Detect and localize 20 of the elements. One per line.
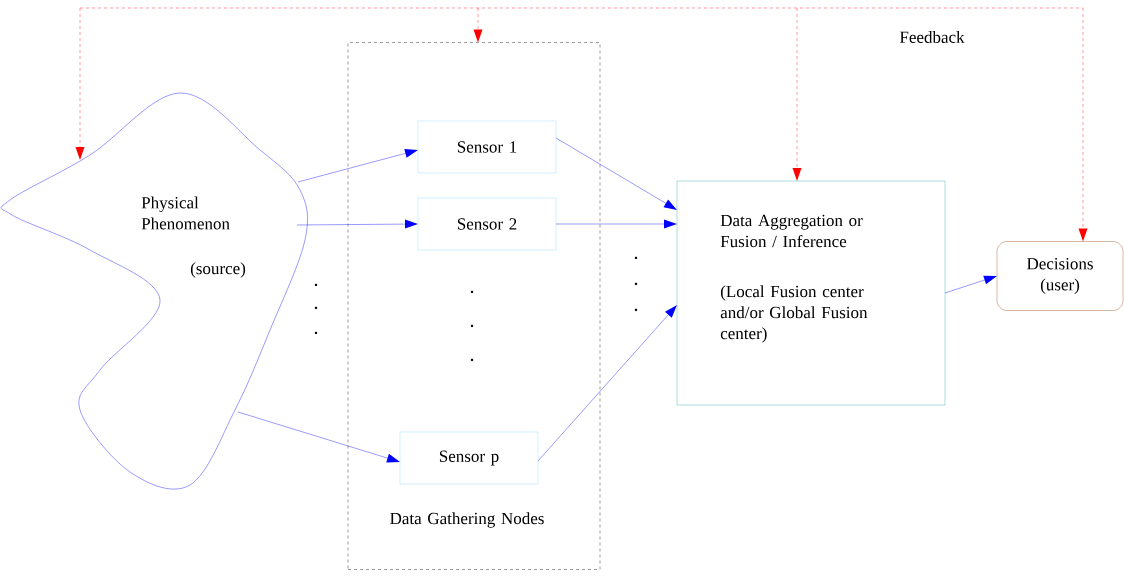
process-box: Data Aggregation or Fusion / Inference (Local Fusion center and/or Global Fusion center): [676, 180, 946, 406]
arrow: [473, 7, 483, 43]
node-text: (source): [190, 262, 246, 278]
feedback-label: Feedback: [899, 31, 965, 43]
arrow: [1078, 7, 1088, 242]
arrow: [237, 411, 400, 463]
arrow: [944, 275, 997, 294]
arrow: [537, 305, 677, 462]
arrow: [555, 219, 677, 229]
sensor-box: Sensor p: [399, 431, 539, 485]
arrow: [75, 7, 85, 160]
decision-box: Decisions (user): [996, 241, 1124, 311]
arrow: [792, 7, 802, 181]
sensor-box: Sensor 2: [417, 197, 557, 251]
arrow: [297, 149, 418, 183]
sensor-box: Sensor 1: [417, 120, 557, 174]
arrow: [296, 219, 418, 229]
node-text: Physical Phenomenon: [141, 196, 230, 230]
feedback-line: [79, 7, 1084, 9]
arrow: [555, 137, 677, 210]
